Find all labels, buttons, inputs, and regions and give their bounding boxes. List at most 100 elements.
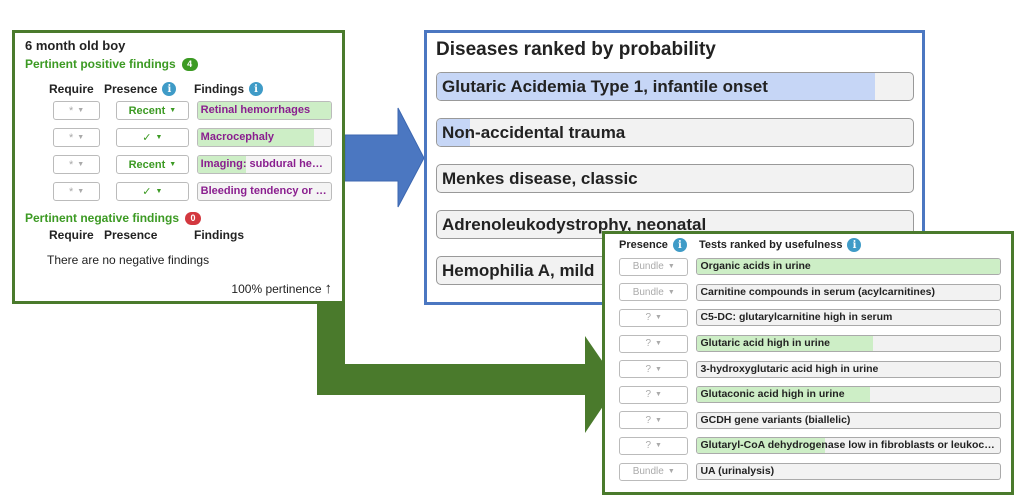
caret-down-icon: ▼ xyxy=(155,134,163,141)
disease-name: Adrenoleukodystrophy, neonatal xyxy=(442,215,707,234)
test-presence-select[interactable]: ?▼ xyxy=(619,411,689,430)
test-row: ?▼ Glutaric acid high in urine xyxy=(619,331,1001,357)
test-name: UA (urinalysis) xyxy=(700,465,775,478)
disease-name: Glutaric Acidemia Type 1, infantile onse… xyxy=(442,77,768,96)
finding-relevance-fill xyxy=(197,102,331,119)
test-presence-value: ? xyxy=(645,312,652,324)
caret-down-icon: ▼ xyxy=(169,107,177,114)
test-presence-select[interactable]: Bundle▼ xyxy=(619,283,689,302)
test-row: Bundle▼ UA (urinalysis) xyxy=(619,459,1001,485)
test-name: Glutaric acid high in urine xyxy=(700,337,830,350)
pertinence-label: 100% pertinence xyxy=(231,282,322,296)
info-icon[interactable]: i xyxy=(249,82,263,96)
test-row: Bundle▼ Organic acids in urine xyxy=(619,254,1001,280)
test-item[interactable]: GCDH gene variants (biallelic) xyxy=(696,411,1001,429)
require-select[interactable]: *▼ xyxy=(53,128,101,147)
require-header: Require xyxy=(49,82,94,96)
test-name: Carnitine compounds in serum (acylcarnit… xyxy=(700,285,936,298)
finding-label: Macrocephaly xyxy=(200,131,275,143)
test-usefulness-fill xyxy=(697,387,870,403)
test-presence-select[interactable]: ?▼ xyxy=(619,334,689,353)
test-item[interactable]: C5-DC: glutarylcarnitine high in serum xyxy=(696,309,1001,327)
test-usefulness-fill xyxy=(697,438,825,454)
test-row: ?▼ C5-DC: glutarylcarnitine high in serum xyxy=(619,305,1001,331)
test-item[interactable]: Glutaryl-CoA dehydrogenase low in fibrob… xyxy=(696,437,1001,455)
negative-count-badge: 0 xyxy=(185,211,202,225)
presence-select[interactable]: ✓▼ xyxy=(116,128,189,147)
finding-relevance-fill xyxy=(197,129,314,146)
disease-name: Hemophilia A, mild xyxy=(442,261,595,280)
info-icon[interactable]: i xyxy=(847,238,862,252)
require-value: * xyxy=(68,158,74,171)
test-row: ?▼ 3-hydroxyglutaric acid high in urine xyxy=(619,356,1001,382)
test-item[interactable]: Glutaric acid high in urine xyxy=(696,335,1001,353)
presence-value: ✓ xyxy=(142,186,152,198)
disease-item[interactable]: Glutaric Acidemia Type 1, infantile onse… xyxy=(436,72,914,101)
test-item[interactable]: Carnitine compounds in serum (acylcarnit… xyxy=(696,283,1001,301)
tests-title: Tests ranked by usefulness xyxy=(699,239,843,251)
disease-probability-fill xyxy=(437,73,875,100)
presence-header: Presence i xyxy=(104,82,194,96)
test-item[interactable]: Organic acids in urine xyxy=(696,258,1001,276)
test-row: ?▼ GCDH gene variants (biallelic) xyxy=(619,408,1001,434)
test-presence-value: ? xyxy=(645,440,652,452)
test-presence-select[interactable]: ?▼ xyxy=(619,308,689,327)
test-presence-select[interactable]: Bundle▼ xyxy=(619,257,689,276)
test-row: ?▼ Glutaconic acid high in urine xyxy=(619,382,1001,408)
test-presence-select[interactable]: ?▼ xyxy=(619,385,689,404)
blue-arrow xyxy=(344,107,425,208)
test-presence-value: ? xyxy=(645,414,652,426)
positive-findings-title: Pertinent positive findings 4 xyxy=(25,57,332,71)
caret-down-icon: ▼ xyxy=(77,107,85,114)
info-icon[interactable]: i xyxy=(672,238,687,252)
pertinence-indicator[interactable]: 100% pertinence ↑ xyxy=(231,281,332,296)
findings-panel: 6 month old boy Pertinent positive findi… xyxy=(12,30,345,304)
test-usefulness-fill xyxy=(697,336,873,352)
test-name: C5-DC: glutarylcarnitine high in serum xyxy=(700,311,893,324)
negative-empty-message: There are no negative findings xyxy=(47,253,210,267)
finding-relevance-fill xyxy=(197,156,246,173)
presence-value: ✓ xyxy=(142,132,152,144)
negative-findings-label: Pertinent negative findings xyxy=(25,211,180,225)
caret-down-icon: ▼ xyxy=(77,161,85,168)
test-name: GCDH gene variants (biallelic) xyxy=(700,413,851,426)
test-presence-value: ? xyxy=(645,389,652,401)
require-select[interactable]: *▼ xyxy=(53,101,101,120)
test-item[interactable]: 3-hydroxyglutaric acid high in urine xyxy=(696,360,1001,378)
test-item[interactable]: UA (urinalysis) xyxy=(696,463,1001,481)
negative-findings-title: Pertinent negative findings 0 xyxy=(25,211,332,225)
disease-title: Diseases ranked by probability xyxy=(436,39,716,60)
findings-header: Findings xyxy=(194,228,244,242)
test-presence-select[interactable]: ?▼ xyxy=(619,360,689,379)
require-value: * xyxy=(68,131,74,144)
tests-presence-label: Presence xyxy=(619,239,668,251)
require-select[interactable]: *▼ xyxy=(53,155,101,174)
finding-item[interactable]: Imaging: subdural hematoma xyxy=(196,155,332,174)
finding-item[interactable]: Bleeding tendency or easy bruising xyxy=(196,182,332,201)
test-presence-select[interactable]: ?▼ xyxy=(619,436,689,455)
presence-select[interactable]: Recent▼ xyxy=(116,101,189,120)
caret-down-icon: ▼ xyxy=(655,442,662,450)
disease-item[interactable]: Non-accidental trauma xyxy=(436,118,914,147)
negative-column-header: Require Presence Findings xyxy=(25,227,332,243)
presence-header-label: Presence xyxy=(104,82,158,96)
finding-item[interactable]: Retinal hemorrhages xyxy=(196,101,332,120)
presence-select[interactable]: ✓▼ xyxy=(116,182,189,201)
positive-findings-label: Pertinent positive findings xyxy=(25,57,176,71)
test-item[interactable]: Glutaconic acid high in urine xyxy=(696,386,1001,404)
finding-label: Bleeding tendency or easy bruising xyxy=(200,185,331,197)
require-select[interactable]: *▼ xyxy=(53,182,101,201)
finding-item[interactable]: Macrocephaly xyxy=(196,128,332,147)
caret-down-icon: ▼ xyxy=(77,188,85,195)
require-value: * xyxy=(68,104,74,117)
caret-down-icon: ▼ xyxy=(77,134,85,141)
disease-item[interactable]: Menkes disease, classic xyxy=(436,164,914,193)
info-icon[interactable]: i xyxy=(162,82,177,96)
test-name: Glutaryl-CoA dehydrogenase low in fibrob… xyxy=(700,439,1000,452)
finding-row: *▼ Recent▼ Imaging: subdural hematoma xyxy=(25,151,332,178)
test-presence-select[interactable]: Bundle▼ xyxy=(619,462,689,481)
patient-title: 6 month old boy xyxy=(25,38,126,53)
presence-select[interactable]: Recent▼ xyxy=(116,155,189,174)
